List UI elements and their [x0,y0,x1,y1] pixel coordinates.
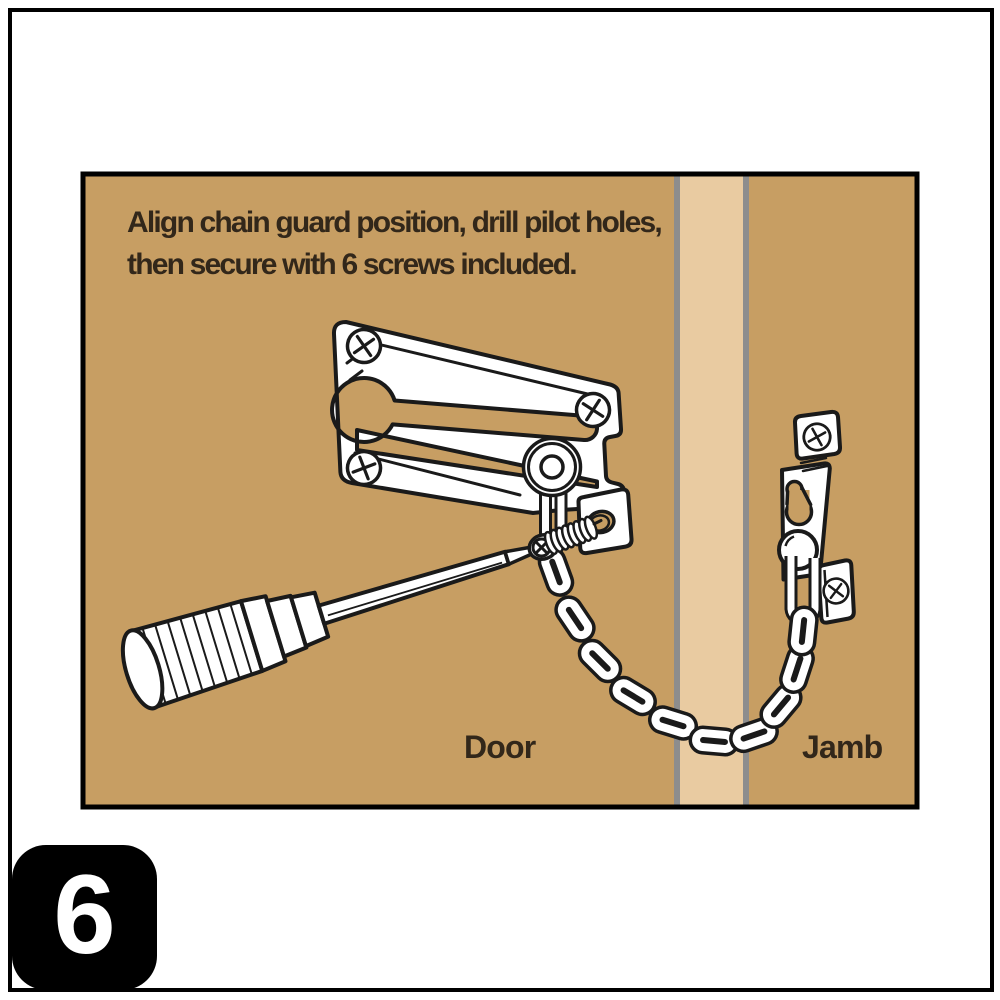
handle-ring [238,594,288,673]
instruction-line-1: Align chain guard position, drill pilot … [127,206,663,239]
chain-link [695,732,732,749]
panel-border [80,171,920,810]
door-label: Door [464,729,536,765]
bracket-lower-plate [816,558,856,625]
sheet-border [8,8,994,992]
step-number: 6 [53,851,116,977]
ferrule [289,590,331,649]
step-badge: 6 [12,845,157,990]
door-jamb-gap-stripe [674,175,749,807]
instruction-line-2: then secure with 6 screws included. [127,248,578,281]
chain-link [794,612,812,649]
chain-link [654,711,693,735]
handle-end-cap [120,628,165,711]
bracket-keyhole-slot [784,479,814,527]
screwdriver [120,545,536,711]
instruction-text: Align chain guard position, drill pilot … [127,202,663,286]
screw-thread-coil [543,515,599,556]
mounting-screw [527,515,603,562]
jamb-label: Jamb [802,729,883,765]
